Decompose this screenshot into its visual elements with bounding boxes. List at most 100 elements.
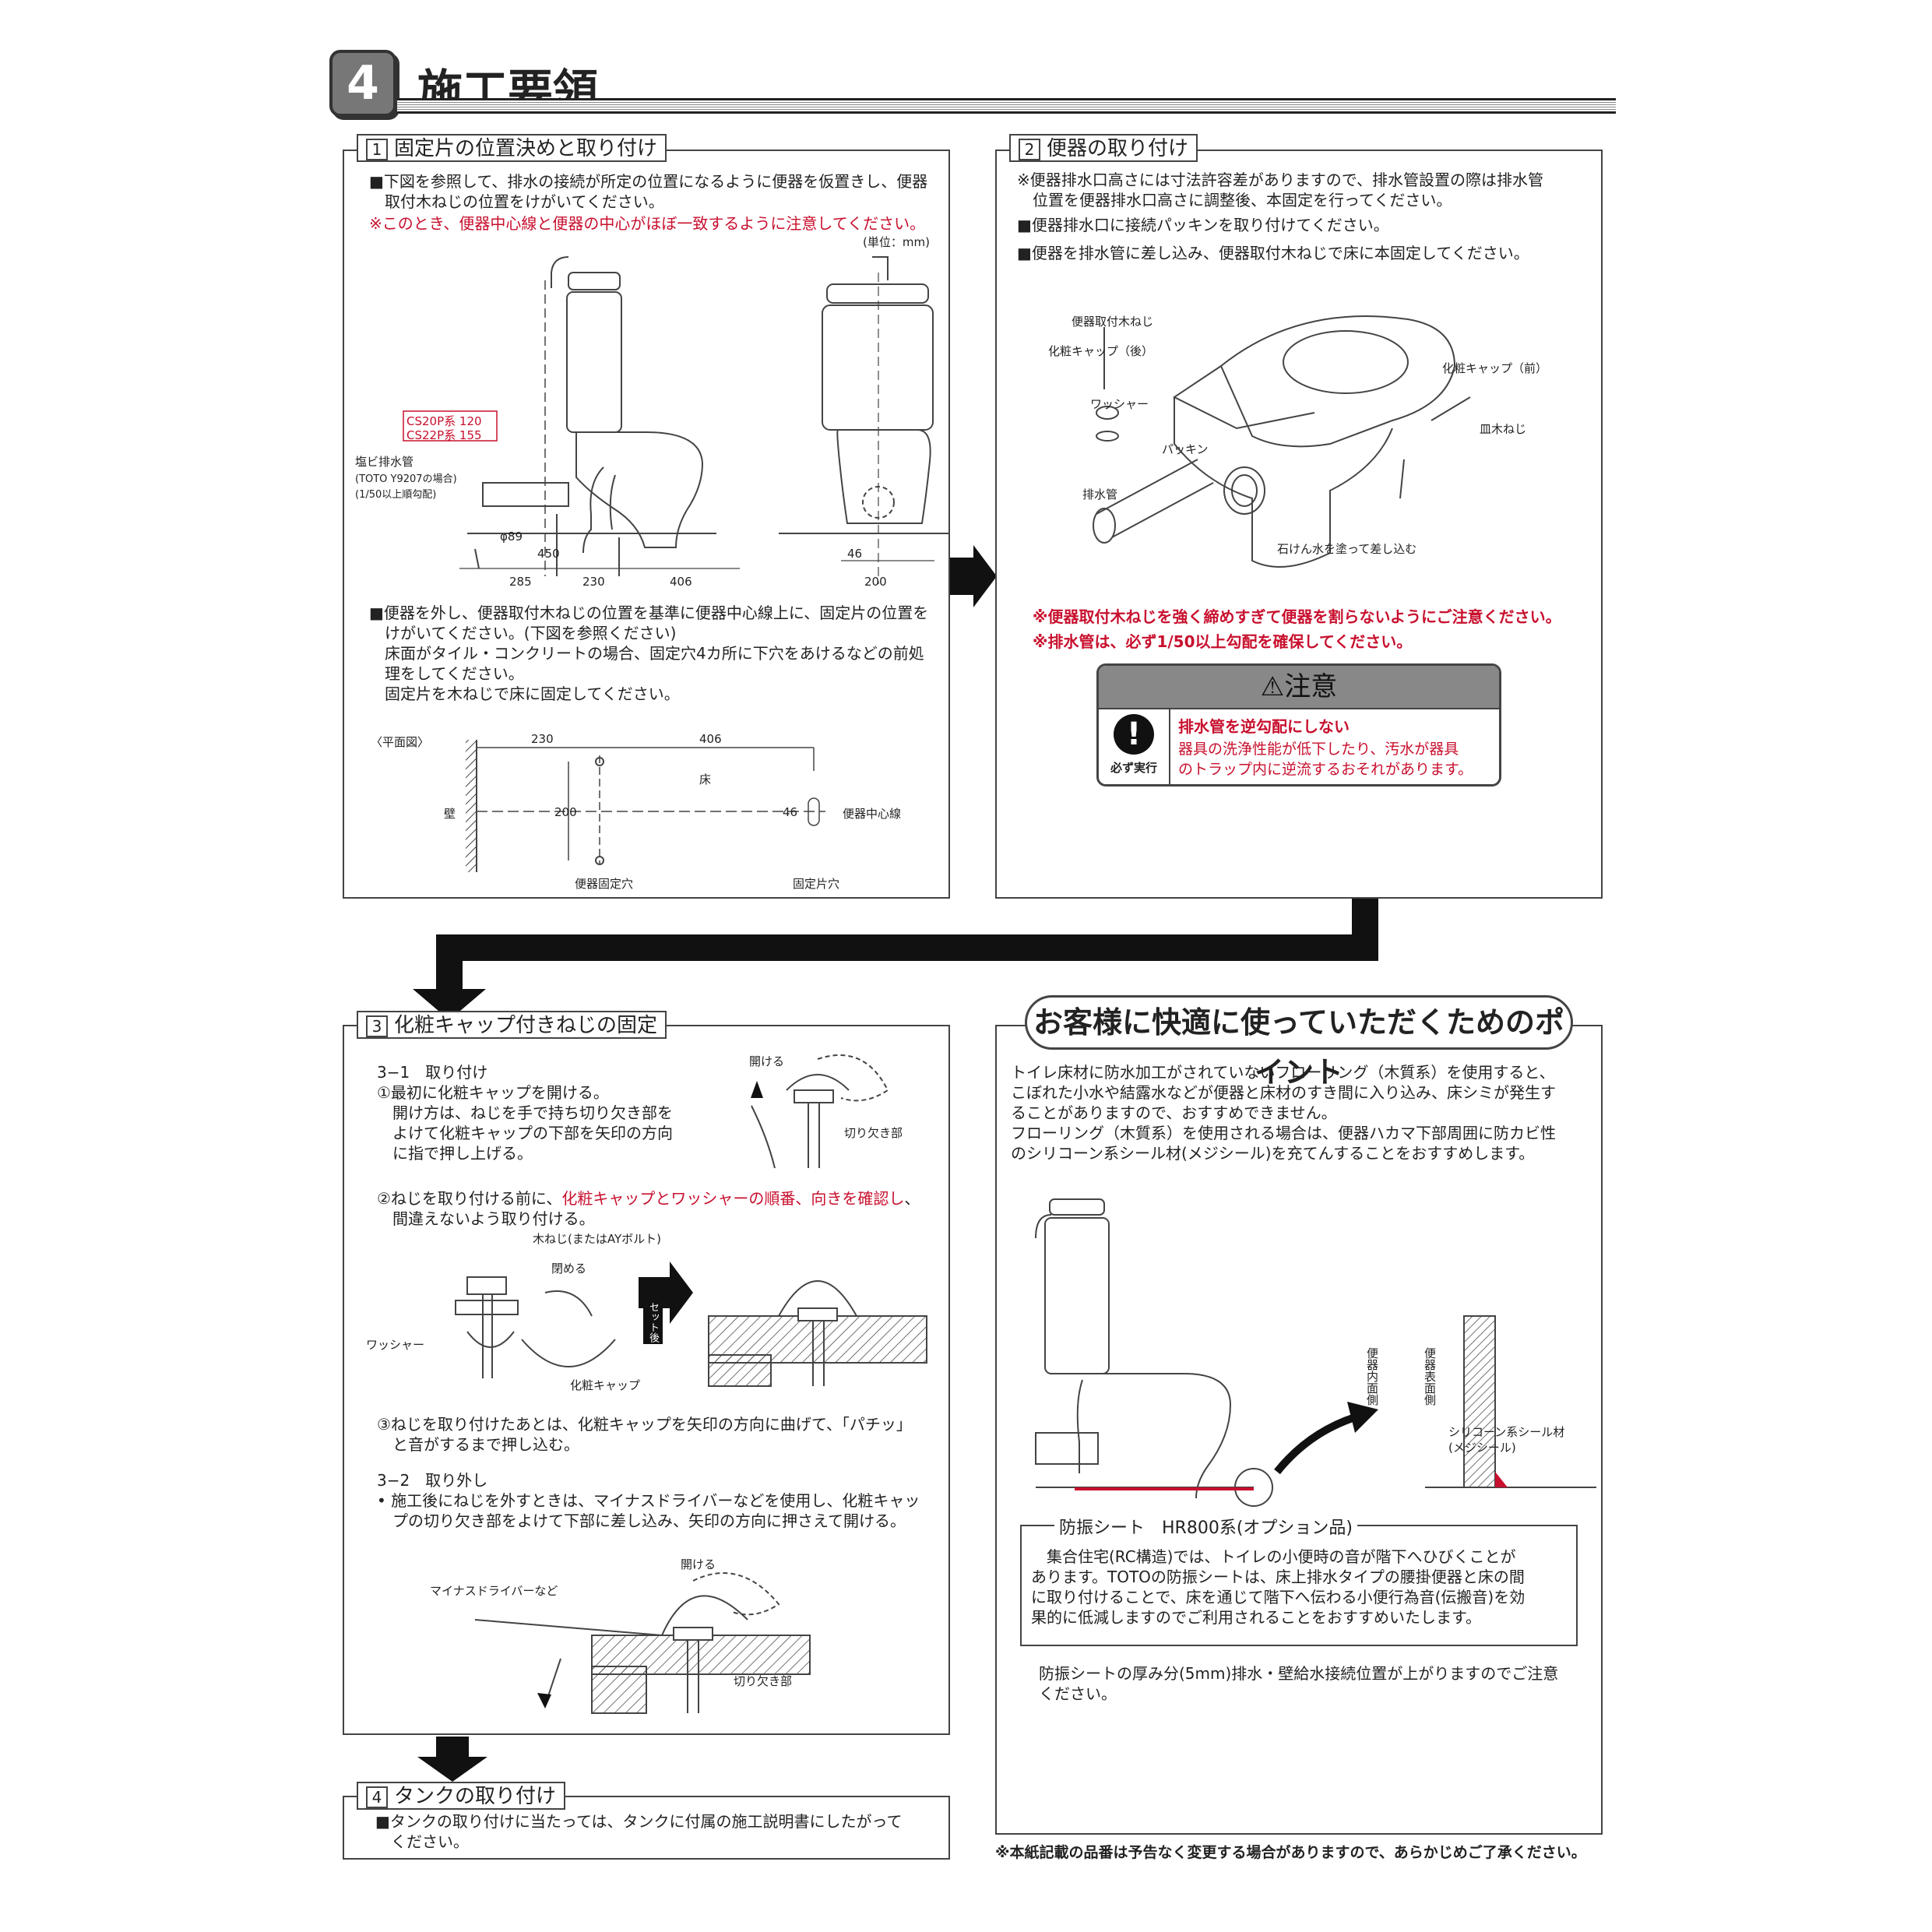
- sheet-text-1: 集合住宅(RC構造)では、トイレの小便時の音が階下へひびくことが: [1031, 1547, 1516, 1566]
- points-text-4: フローリング（木質系）を使用される場合は、便器ハカマ下部周囲に防カビ性: [1011, 1124, 1556, 1142]
- s2-warning-1: ※便器取付木ねじを強く締めすぎて便器を割らないようにご注意ください。: [1033, 607, 1561, 626]
- exclamation-icon: !: [1114, 714, 1154, 755]
- s1-instruction-1a: ■下図を参照して、排水の接続が所定の位置になるように便器を仮置きし、便器: [369, 172, 928, 191]
- sheet-text-4: 果的に低減しますのでご利用されることをおすすめいたします。: [1031, 1608, 1481, 1627]
- plan-center-line: 便器中心線: [843, 807, 902, 821]
- plan-view: [466, 740, 825, 872]
- lbl-drain-pipe: 排水管: [1082, 487, 1118, 501]
- s1-note: ※このとき、便器中心線と便器の中心がほぼ一致するように注意してください。: [369, 214, 926, 233]
- lbl-close: 閉める: [551, 1262, 587, 1276]
- lbl-outer-side: 便器表面側: [1423, 1347, 1437, 1406]
- sheet-text-2: あります。TOTOの防振シートは、床上排水タイプの腰掛便器と床の間: [1031, 1568, 1525, 1586]
- caution-icon-cell: ! 必ず実行: [1099, 708, 1170, 784]
- s3-remove-b: プの切り欠き部をよけて下部に差し込み、矢印の方向に押さえて開ける。: [377, 1511, 906, 1530]
- screw-cap-assembly: [455, 1262, 927, 1387]
- footer-note: ※本紙記載の品番は予告なく変更する場合がありますので、あらかじめご了承ください。: [995, 1844, 1586, 1861]
- plan-dim-230: 230: [531, 732, 554, 746]
- pipe-note-1: (TOTO Y9207の場合): [355, 473, 457, 485]
- dim-phi89: φ89: [500, 530, 523, 544]
- s1-instruction-2e: 固定片を木ねじで床に固定してください。: [369, 684, 680, 703]
- s4-text-a: ■タンクの取り付けに当たっては、タンクに付属の施工説明書にしたがって: [375, 1812, 903, 1831]
- dim-285: 285: [509, 575, 532, 589]
- lbl-seal-1: シリコーン系シール材: [1448, 1425, 1565, 1439]
- plan-dim-46: 46: [783, 805, 798, 819]
- points-text-2: こぼれた小水や結露水などが便器と床材のすき間に入り込み、床シミが発生す: [1011, 1083, 1556, 1102]
- s3-step2-c: 間違えないよう取り付ける。: [377, 1209, 595, 1228]
- points-text-5: のシリコーン系シール材(メジシール)を充てんすることをおすすめします。: [1011, 1144, 1535, 1163]
- caution-heading: 排水管を逆勾配にしない: [1178, 717, 1350, 736]
- plan-hole-toilet: 便器固定穴: [575, 877, 634, 891]
- dim-406: 406: [670, 575, 692, 589]
- points-title-badge: お客様に快適に使っていただくためのポイント: [1025, 995, 1573, 1089]
- s1-instruction-2c: 床面がタイル・コンクリートの場合、固定穴4カ所に下穴をあけるなどの前処: [369, 644, 924, 663]
- plan-hole-fixing: 固定片穴: [793, 877, 840, 891]
- lbl-driver: マイナスドライバーなど: [430, 1584, 558, 1598]
- points-title: お客様に快適に使っていただくためのポイント: [1033, 1005, 1565, 1089]
- plan-label: 〈平面図〉: [371, 735, 430, 749]
- s1-instruction-1b: 取付木ねじの位置をけがいてください。: [369, 192, 664, 211]
- plan-dim-200: 200: [554, 805, 577, 819]
- header-rule: [397, 98, 1616, 114]
- flow-arrow-down-connector: [413, 899, 1378, 1020]
- flow-arrow-right: [950, 545, 997, 607]
- caution-box: ⚠注意 ! 必ず実行 排水管を逆勾配にしない 器具の洗浄性能が低下したり、汚水が…: [1096, 663, 1501, 787]
- s3-sub-install: 3−1 取り付け: [377, 1063, 488, 1082]
- toilet-side-elevation: [403, 256, 950, 584]
- s2-note-1a: ※便器排水口高さには寸法許容差がありますので、排水管設置の際は排水管: [1017, 171, 1543, 189]
- sheet-note-1: 防振シートの厚み分(5mm)排水・壁給水接続位置が上がりますのでご注意: [1039, 1664, 1559, 1683]
- points-text-3: ることがありますので、おすすめできません。: [1011, 1103, 1337, 1122]
- lbl-cap-rear: 化粧キャップ（後）: [1048, 344, 1154, 358]
- s3-sub-remove: 3−2 取り外し: [377, 1471, 488, 1490]
- lbl-notch: 切り欠き部: [844, 1126, 903, 1140]
- cs20p-dim: CS20P系 120: [406, 414, 482, 428]
- dim-46: 46: [847, 547, 863, 561]
- step-number: 4: [347, 56, 379, 111]
- caution-body-2: のトラップ内に逆流するおそれがあります。: [1178, 761, 1473, 778]
- section-3-box: [343, 1025, 950, 1735]
- lbl-wood-screw: 木ねじ(またはAYボルト): [533, 1232, 661, 1246]
- points-box: [995, 1025, 1603, 1835]
- s1-unit: (単位：mm): [863, 235, 930, 249]
- lbl-cap-front: 化粧キャップ（前）: [1442, 361, 1548, 375]
- pipe-label: 塩ビ排水管: [355, 455, 414, 469]
- vibration-sheet-title: 防振シート HR800系(オプション品): [1054, 1514, 1357, 1539]
- s4-text-b: ください。: [375, 1832, 469, 1851]
- lbl-packing: パッキン: [1162, 442, 1209, 456]
- s3-remove-a: • 施工後にねじを外すときは、マイナスドライバーなどを使用し、化粧キャッ: [377, 1491, 920, 1510]
- s3-step1-b: 開け方は、ねじを手で持ち切り欠き部を: [377, 1103, 673, 1122]
- s2-instruction-3: ■便器を排水管に差し込み、便器取付木ねじで床に本固定してください。: [1017, 244, 1529, 262]
- lbl-after-set: セット後: [643, 1300, 663, 1344]
- lbl-inner-side: 便器内面側: [1365, 1347, 1379, 1406]
- lbl-seal-2: (メジシール): [1448, 1441, 1516, 1455]
- toilet-install-illustration: [1093, 315, 1471, 568]
- lbl-washer: ワッシャー: [1090, 397, 1149, 411]
- plan-floor: 床: [699, 772, 712, 787]
- lbl-soap-water: 石けん水を塗って差し込む: [1277, 542, 1417, 556]
- must-do-label: 必ず実行: [1110, 761, 1157, 775]
- flow-arrow-down: [417, 1737, 487, 1782]
- s3-step3-a: ③ねじを取り付けたあとは、化粧キャップを矢印の方向に曲げて、「パチッ」: [377, 1415, 912, 1434]
- lbl-toilet-screw: 便器取付木ねじ: [1072, 315, 1154, 329]
- points-text-1: トイレ床材に防水加工がされていないフローリング（木質系）を使用すると、: [1011, 1063, 1555, 1082]
- dim-450: 450: [537, 547, 560, 561]
- s3-step1-a: ①最初に化粧キャップを開ける。: [377, 1083, 609, 1102]
- s3-step2-a: ②ねじを取り付ける前に、化粧キャップとワッシャーの順番、向きを確認し、: [377, 1189, 920, 1208]
- s1-instruction-2a: ■便器を外し、便器取付木ねじの位置を基準に便器中心線上に、固定片の位置を: [369, 604, 929, 622]
- lbl-washer-3: ワッシャー: [366, 1338, 425, 1352]
- s1-instruction-2d: 理をしてください。: [369, 664, 524, 683]
- caution-header: ⚠注意: [1099, 666, 1499, 709]
- plan-dim-406: 406: [699, 732, 722, 746]
- cap-removal-illustration: [474, 1572, 811, 1714]
- s3-step1-c: よけて化粧キャップの下部を矢印の方向: [377, 1124, 673, 1142]
- s3-step1-d: に指で押し上げる。: [377, 1144, 533, 1163]
- dim-200: 200: [864, 575, 887, 589]
- lbl-notch-2: 切り欠き部: [734, 1674, 793, 1688]
- lbl-cap-3: 化粧キャップ: [570, 1378, 641, 1392]
- cs22p-dim: CS22P系 155: [406, 428, 482, 442]
- s2-instruction-2: ■便器排水口に接続パッキンを取り付けてください。: [1017, 216, 1389, 234]
- dim-230: 230: [582, 575, 605, 589]
- pipe-note-2: (1/50以上順勾配): [355, 489, 437, 501]
